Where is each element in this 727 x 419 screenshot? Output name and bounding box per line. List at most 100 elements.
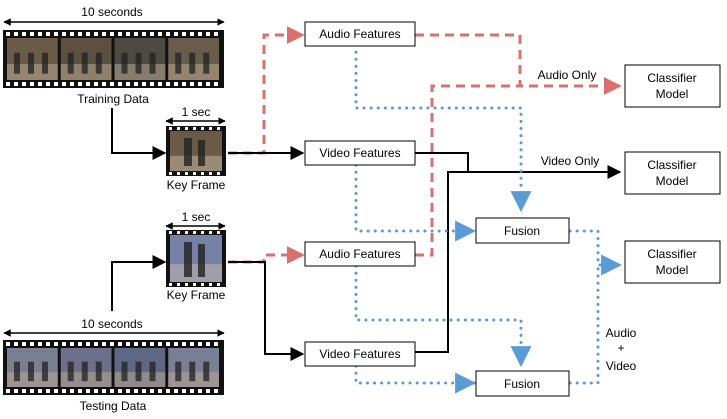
- sprocket-hole: [158, 32, 162, 36]
- sprocket-hole: [198, 32, 202, 36]
- sprocket-hole: [177, 231, 180, 234]
- sprocket-hole: [193, 283, 196, 286]
- sprocket-hole: [6, 389, 10, 393]
- sprocket-hole: [190, 82, 194, 86]
- sprocket-hole: [102, 342, 106, 346]
- sprocket-hole: [214, 342, 218, 346]
- sprocket-hole: [177, 283, 180, 286]
- sprocket-hole: [126, 342, 130, 346]
- film-frame-figure: [189, 52, 196, 74]
- sprocket-hole: [78, 82, 82, 86]
- sprocket-hole: [217, 231, 220, 234]
- key-frame-top-thumbnail: [166, 126, 226, 176]
- audio-only-path-bottom: [415, 84, 520, 257]
- testing-data-label: Testing Data: [80, 399, 147, 413]
- sprocket-hole: [206, 82, 210, 86]
- fusion-bottom-label: Fusion: [504, 377, 540, 391]
- film-frame-figure: [121, 361, 128, 382]
- key-frame-bottom-duration-label: 1 sec: [182, 210, 211, 224]
- sprocket-hole: [177, 127, 180, 130]
- sprocket-hole: [158, 389, 162, 393]
- sprocket-hole: [142, 389, 146, 393]
- sprocket-hole: [209, 172, 212, 175]
- key-frame-floor: [170, 264, 222, 282]
- sprocket-hole: [185, 127, 188, 130]
- fusion-bottom-box: Fusion: [475, 370, 570, 397]
- film-frame-figure: [95, 52, 102, 74]
- video-features-bottom-label: Video Features: [319, 347, 400, 361]
- sprocket-hole: [110, 342, 114, 346]
- training-data-label: Training Data: [77, 92, 149, 106]
- sprocket-hole: [198, 82, 202, 86]
- film-frame-figure: [121, 52, 128, 74]
- keyframe-top-to-audio-features-arrow: [228, 26, 305, 155]
- fusion-bottom-to-classifier: [568, 263, 600, 385]
- sprocket-hole: [30, 32, 34, 36]
- sprocket-hole: [46, 82, 50, 86]
- testing-duration-label: 10 seconds: [81, 317, 142, 331]
- sprocket-hole: [198, 342, 202, 346]
- sprocket-hole: [142, 342, 146, 346]
- sprocket-hole: [86, 82, 90, 86]
- film-frame-figure: [14, 52, 20, 74]
- sprocket-hole: [70, 342, 74, 346]
- sprocket-hole: [150, 32, 154, 36]
- sprocket-hole: [62, 32, 66, 36]
- sprocket-hole: [62, 82, 66, 86]
- film-frame-figure: [135, 52, 142, 74]
- film-frame-figure: [175, 361, 182, 382]
- key-frame-figure: [184, 242, 192, 277]
- sprocket-hole: [169, 127, 172, 130]
- sprocket-hole: [134, 342, 138, 346]
- sprocket-hole: [110, 82, 114, 86]
- sprocket-hole: [166, 389, 170, 393]
- sprocket-hole: [22, 32, 26, 36]
- film-frame-figure: [203, 52, 210, 74]
- video-only-label: Video Only: [541, 154, 599, 168]
- video-top-to-fusion-top: [354, 163, 477, 242]
- film-frame-figure: [67, 52, 74, 74]
- sprocket-hole: [78, 32, 82, 36]
- sprocket-hole: [62, 342, 66, 346]
- sprocket-hole: [14, 82, 18, 86]
- sprocket-hole: [201, 172, 204, 175]
- key-frame-top-label: Key Frame: [167, 178, 226, 192]
- audio-features-bottom-label: Audio Features: [319, 247, 400, 261]
- sprocket-hole: [110, 32, 114, 36]
- sprocket-hole: [102, 82, 106, 86]
- film-frame-figure: [149, 52, 156, 74]
- film-frame-figure: [135, 361, 142, 382]
- sprocket-hole: [217, 127, 220, 130]
- film-frame-figure: [28, 52, 34, 74]
- classifier-fusion-label-2: Model: [656, 263, 689, 277]
- fusion-paths: [354, 43, 623, 394]
- classifier-video-label-1: Classifier: [647, 158, 696, 172]
- sprocket-hole: [70, 32, 74, 36]
- sprocket-hole: [201, 283, 204, 286]
- sprocket-hole: [110, 389, 114, 393]
- sprocket-hole: [134, 32, 138, 36]
- key-frame-top-duration-label: 1 sec: [182, 105, 211, 119]
- sprocket-hole: [38, 342, 42, 346]
- sprocket-hole: [94, 82, 98, 86]
- sprocket-hole: [126, 389, 130, 393]
- sprocket-hole: [126, 32, 130, 36]
- sprocket-hole: [174, 32, 178, 36]
- sprocket-hole: [70, 82, 74, 86]
- sprocket-hole: [118, 82, 122, 86]
- sprocket-hole: [14, 389, 18, 393]
- classifier-model-video-box: Classifier Model: [624, 151, 721, 195]
- sprocket-hole: [182, 342, 186, 346]
- sprocket-hole: [182, 82, 186, 86]
- audio-features-top-box: Audio Features: [304, 21, 416, 47]
- sprocket-hole: [94, 342, 98, 346]
- audio-video-label-line3: Video: [606, 359, 637, 373]
- video-paths: [228, 146, 622, 361]
- sprocket-hole: [30, 82, 34, 86]
- sprocket-hole: [185, 283, 188, 286]
- sprocket-hole: [206, 389, 210, 393]
- audio-only-path-top: [415, 33, 622, 95]
- key-frame-bottom-label: Key Frame: [167, 288, 226, 302]
- film-frame-figure: [28, 361, 34, 382]
- fusion-top-box: Fusion: [475, 217, 570, 244]
